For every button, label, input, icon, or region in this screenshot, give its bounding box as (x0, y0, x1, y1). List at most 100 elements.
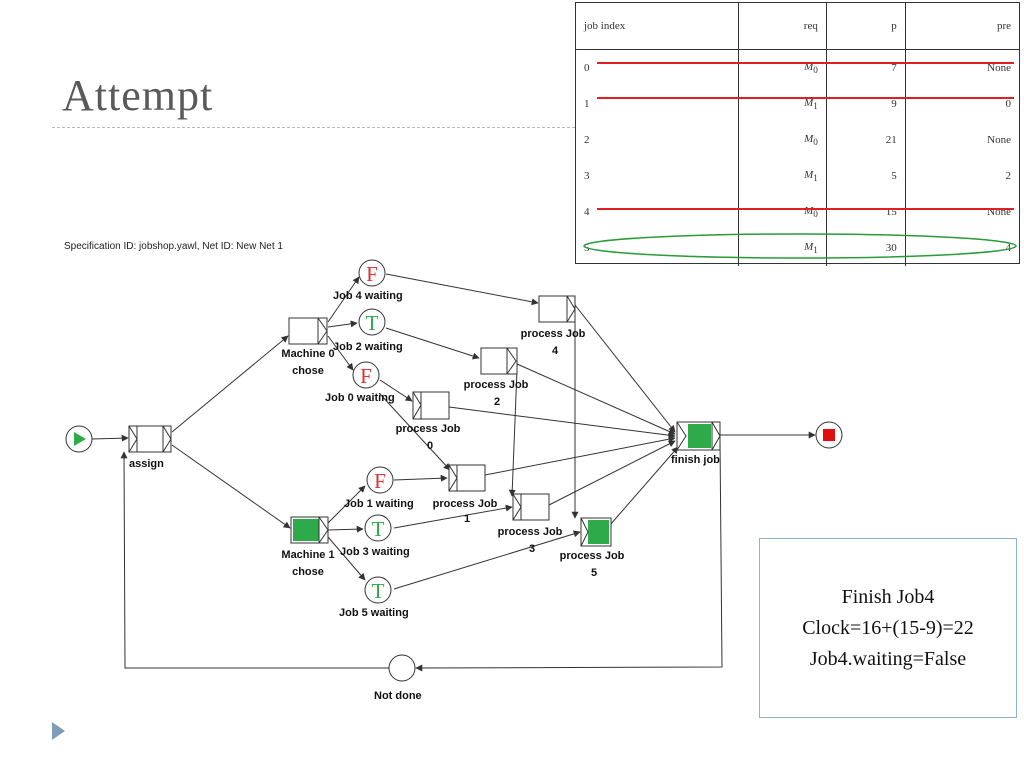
label-job-0-waiting: Job 0 waiting (325, 392, 395, 404)
cell-pre: 0 (904, 86, 1019, 122)
cell-req: M1 (738, 86, 827, 122)
header-p: p (825, 3, 906, 50)
label-assign: assign (129, 458, 164, 470)
false-mark-icon: F (366, 262, 378, 286)
arc (327, 485, 366, 524)
label-process-job-4-num: 4 (552, 345, 559, 357)
transition-process-job-5[interactable]: process Job 5 (560, 517, 625, 579)
condition-not-done[interactable]: Not done (374, 654, 422, 702)
stop-icon (823, 429, 835, 441)
specification-label: Specification ID: jobshop.yawl, Net ID: … (64, 241, 283, 252)
transition-process-job-4[interactable]: process Job 4 (521, 295, 586, 357)
header-req: req (738, 3, 827, 50)
label-process-job-3-num: 3 (529, 543, 535, 555)
arc (385, 327, 480, 360)
cell-req: M1 (738, 158, 827, 194)
label-machine-0: Machine 0 (281, 348, 334, 360)
false-mark-icon: F (374, 469, 386, 493)
label-process-job-1-num: 1 (464, 513, 470, 525)
arc (484, 435, 676, 476)
note-line-2: Clock=16+(15-9)=22 (802, 616, 974, 639)
label-process-job-2: process Job (464, 379, 529, 391)
start-condition[interactable] (65, 425, 93, 453)
arc (609, 446, 679, 526)
label-finish-job: finish job (671, 454, 720, 466)
cell-req: M0 (738, 194, 827, 230)
cell-req: M0 (738, 122, 827, 158)
condition-job-4-waiting[interactable]: F Job 4 waiting (333, 259, 403, 302)
label-process-job-4: process Job (521, 328, 586, 340)
cell-job: 4 (584, 206, 590, 218)
table-header-row: job index req p pre (576, 3, 1019, 50)
arc (171, 335, 289, 433)
cell-job: 3 (584, 170, 590, 182)
cell-job: 0 (584, 62, 590, 74)
slide-title: Attempt (62, 71, 214, 120)
arc (516, 363, 676, 435)
condition-job-5-waiting[interactable]: T Job 5 waiting (339, 576, 409, 619)
bullet-triangle-icon (52, 722, 65, 740)
header-pre: pre (904, 3, 1019, 50)
label-process-job-0: process Job (396, 423, 461, 435)
transition-assign[interactable]: assign (128, 425, 172, 470)
transition-machine-0-chose[interactable]: Machine 0 chose (281, 317, 335, 377)
cell-p: 15 (825, 194, 906, 230)
transition-machine-1-chose[interactable]: Machine 1 chose (281, 516, 335, 578)
label-job-2-waiting: Job 2 waiting (333, 341, 403, 353)
label-job-3-waiting: Job 3 waiting (340, 546, 410, 558)
annotation-note: Finish Job4 Clock=16+(15-9)=22 Job4.wait… (759, 538, 1017, 718)
cell-pre: None (904, 194, 1019, 230)
transition-process-job-0[interactable]: process Job 0 (396, 391, 461, 452)
condition-job-2-waiting[interactable]: T Job 2 waiting (333, 308, 403, 353)
arc (448, 406, 676, 439)
label-process-job-3: process Job (498, 526, 563, 538)
title-divider (52, 127, 575, 128)
arc (385, 273, 539, 306)
cell-pre: None (904, 49, 1019, 86)
note-line-1: Finish Job4 (841, 585, 935, 608)
arc (171, 444, 291, 529)
cell-req: M0 (738, 49, 827, 86)
label-not-done: Not done (374, 690, 422, 702)
cell-job: 2 (584, 134, 590, 146)
label-process-job-1: process Job (433, 498, 498, 510)
condition-job-3-waiting[interactable]: T Job 3 waiting (340, 514, 410, 558)
arc (120, 451, 389, 669)
play-icon (74, 432, 86, 446)
note-line-3: Job4.waiting=False (809, 647, 967, 670)
end-condition[interactable] (815, 421, 843, 449)
label-process-job-5: process Job (560, 550, 625, 562)
arc (91, 434, 129, 442)
arc (327, 320, 358, 328)
arc (574, 304, 676, 433)
transition-process-job-3[interactable]: process Job 3 (498, 493, 563, 555)
arc (327, 335, 354, 371)
cell-p: 9 (825, 86, 906, 122)
condition-job-0-waiting[interactable]: F Job 0 waiting (325, 361, 395, 404)
true-mark-icon: T (372, 517, 385, 541)
label-process-job-5-num: 5 (591, 567, 597, 579)
cell-p: 5 (825, 158, 906, 194)
transition-process-job-1[interactable]: process Job 1 (433, 464, 498, 525)
label-job-5-waiting: Job 5 waiting (339, 607, 409, 619)
transition-process-job-2[interactable]: process Job 2 (464, 347, 529, 408)
transition-finish-job[interactable]: finish job (671, 421, 721, 466)
arc (548, 440, 676, 506)
label-process-job-0-num: 0 (427, 440, 433, 452)
label-machine-1: Machine 1 (281, 549, 334, 561)
condition-job-1-waiting[interactable]: F Job 1 waiting (344, 466, 414, 510)
arc (379, 379, 413, 402)
cell-pre: 2 (904, 158, 1019, 194)
label-job-4-waiting: Job 4 waiting (333, 290, 403, 302)
arc (393, 504, 513, 529)
arc (379, 393, 451, 471)
true-mark-icon: T (372, 579, 385, 603)
label-machine-0-chose: chose (292, 365, 324, 377)
